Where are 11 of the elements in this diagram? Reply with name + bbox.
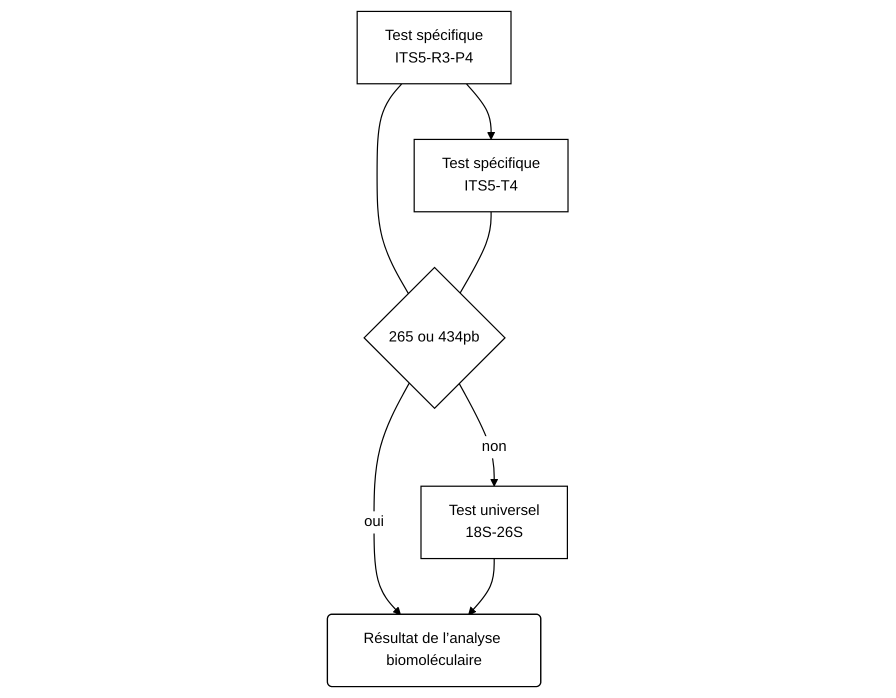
arrow (468, 558, 496, 616)
node-diamond: 265 ou 434pb (364, 266, 506, 410)
connector (376, 83, 410, 294)
node-box: Test universel 18S-26S (420, 486, 568, 560)
edge-label: oui (364, 514, 384, 530)
edge-label: non (482, 438, 507, 455)
node-box: Test spécifique ITS5-T4 (414, 138, 569, 212)
arrow (374, 383, 410, 616)
arrow (466, 83, 496, 140)
node-box: Test spécifique ITS5-R3-P4 (356, 10, 512, 84)
connector (460, 212, 492, 294)
